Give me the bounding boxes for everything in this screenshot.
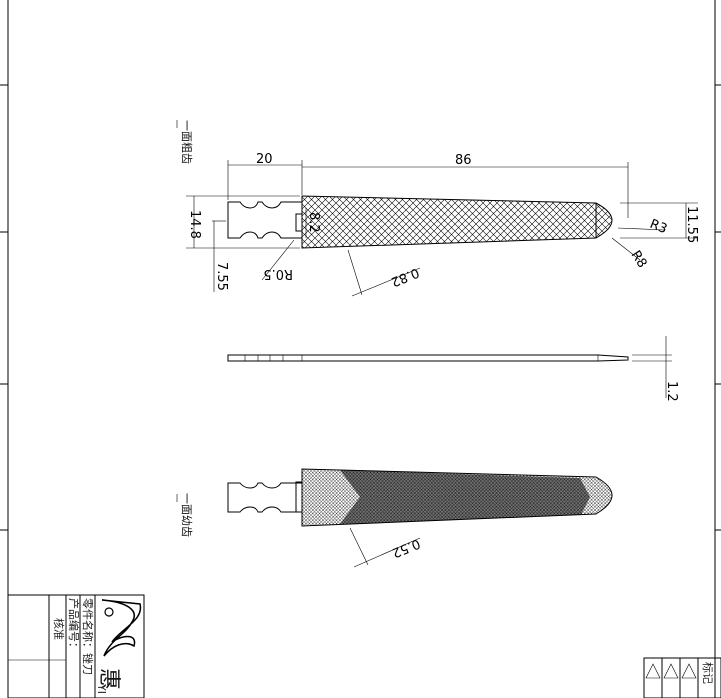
dim-14-8: 14.8	[187, 210, 202, 239]
revision-triangle-icon	[645, 663, 661, 679]
company-logo	[101, 599, 142, 657]
file-bottom-view: 0.52	[227, 468, 613, 568]
file-top-view	[227, 195, 613, 249]
dim-0-52: 0.52	[390, 535, 422, 560]
file-side-view: 1.2	[227, 336, 679, 402]
dim-8-2: 8.2	[306, 212, 321, 233]
revision-triangle-icon	[681, 663, 697, 679]
bottom-side-label: 一面幼齿	[180, 493, 193, 537]
check-label: 核准	[52, 618, 66, 640]
product-number: 产品编号：	[67, 598, 81, 653]
revision-triangle-icon	[663, 663, 679, 679]
company-latin: YI	[95, 683, 108, 694]
top-side-label: 一面粗齿	[180, 120, 193, 164]
dim-0-82: 0.82	[389, 264, 421, 289]
dim-20: 20	[256, 152, 273, 167]
dim-r8: R8	[628, 248, 650, 271]
dim-r3: R3	[648, 217, 670, 237]
dim-1-2: 1.2	[664, 381, 679, 402]
dim-r0-5: R0.5	[263, 266, 293, 281]
title-block: 核准 产品编号： 零件名称：锉刀 惠 YI	[7, 594, 145, 698]
company-char: 惠	[96, 668, 121, 690]
dim-86: 86	[455, 153, 472, 168]
dim-7-55: 7.55	[214, 262, 229, 291]
revision-table: 标记	[643, 657, 721, 698]
part-name: 零件名称：锉刀	[81, 598, 95, 675]
revision-header: 标记	[701, 662, 715, 684]
dim-11-55: 11.55	[684, 206, 699, 243]
